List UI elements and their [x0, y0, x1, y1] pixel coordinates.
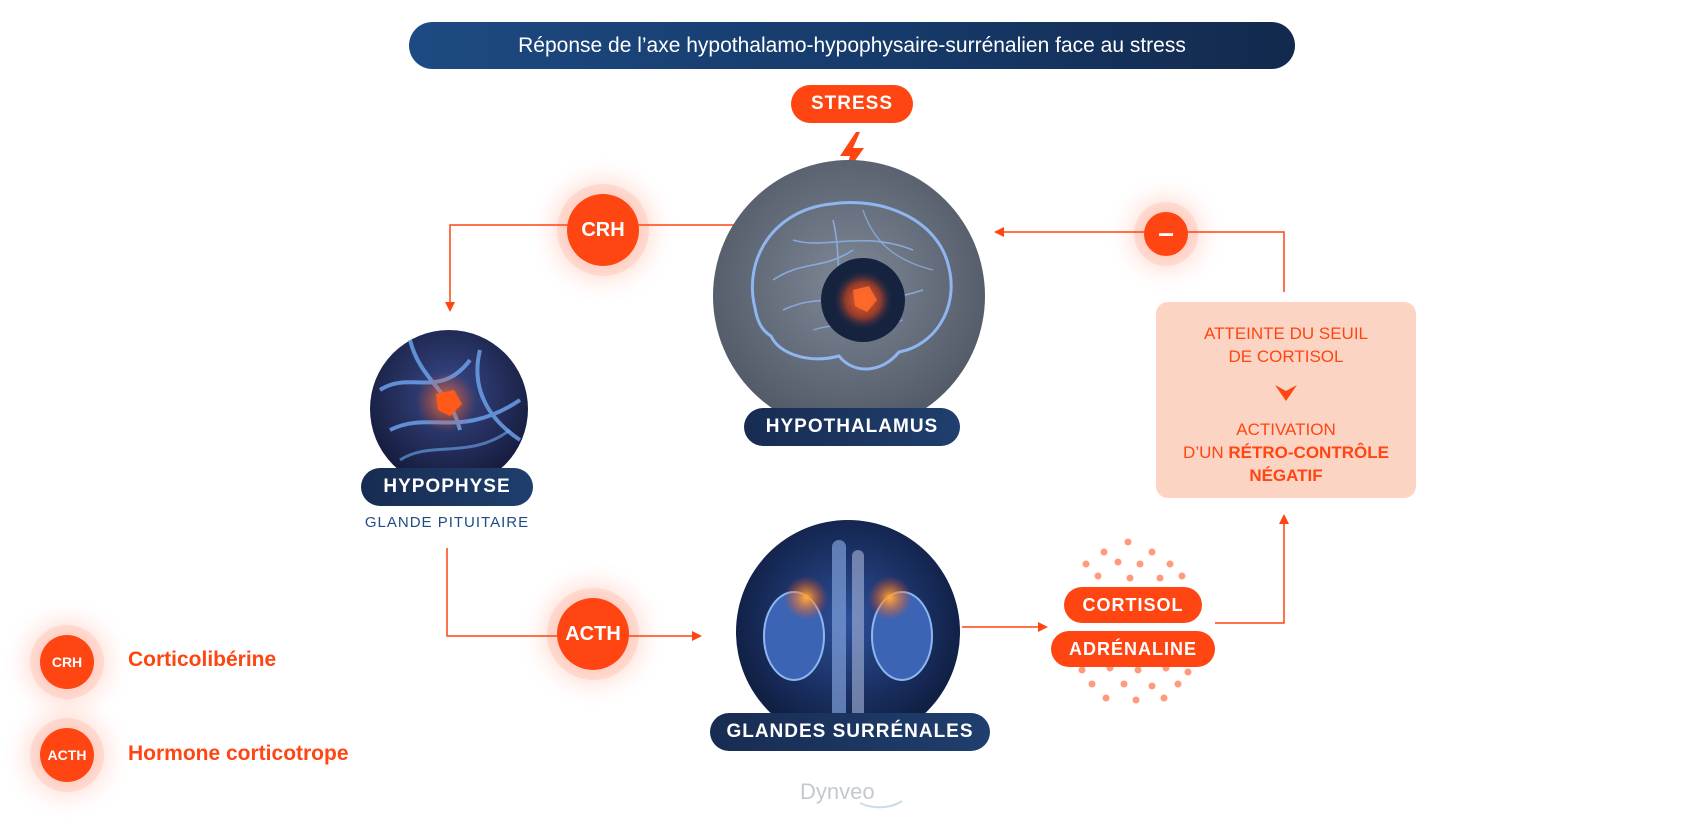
cortisol-badge: CORTISOL — [1064, 587, 1202, 623]
svg-text:Dynveo: Dynveo — [800, 779, 875, 804]
hypothalamus-label: HYPOTHALAMUS — [744, 408, 960, 446]
feedback-line-1: ATTEINTE DU SEUIL — [1203, 324, 1369, 343]
legend-acth-label: Hormone corticotrope — [128, 742, 349, 765]
adrenaline-badge: ADRÉNALINE — [1051, 631, 1215, 667]
brand-logo: Dynveo — [800, 779, 903, 809]
feedback-line-4-bold: RÉTRO-CONTRÔLE — [1228, 443, 1389, 462]
lightning-icon — [840, 132, 864, 176]
feedback-line-3: ACTIVATION — [1236, 420, 1336, 439]
hypophyse-subtitle: GLANDE PITUITAIRE — [364, 514, 530, 531]
diagram-title: Réponse de l’axe hypothalamo-hypophysair… — [409, 22, 1295, 69]
feedback-box: ATTEINTE DU SEUIL DE CORTISOL ACTIVATION… — [1156, 302, 1416, 498]
feedback-line-2: DE CORTISOL — [1228, 347, 1344, 366]
brain-image — [713, 160, 985, 432]
crh-orb: CRH — [567, 194, 639, 266]
legend-crh-orb: CRH — [40, 635, 94, 689]
negative-feedback-sign: – — [1144, 212, 1188, 256]
adrenal-kidney-image — [736, 520, 960, 744]
hypophyse-label: HYPOPHYSE — [361, 468, 533, 506]
feedback-line-5: NÉGATIF — [1249, 466, 1323, 485]
feedback-line-4: D’UN RÉTRO-CONTRÔLE — [1156, 441, 1416, 464]
legend-crh-label: Corticolibérine — [128, 648, 277, 671]
stress-badge: STRESS — [791, 85, 913, 123]
acth-orb: ACTH — [557, 598, 629, 670]
chevron-down-icon — [1275, 385, 1297, 401]
hormone-particles — [1078, 538, 1192, 704]
pituitary-image — [370, 330, 528, 488]
legend-acth-orb: ACTH — [40, 728, 94, 782]
surrenales-label: GLANDES SURRÉNALES — [710, 713, 990, 751]
feedback-line-4-prefix: D’UN — [1183, 443, 1229, 462]
